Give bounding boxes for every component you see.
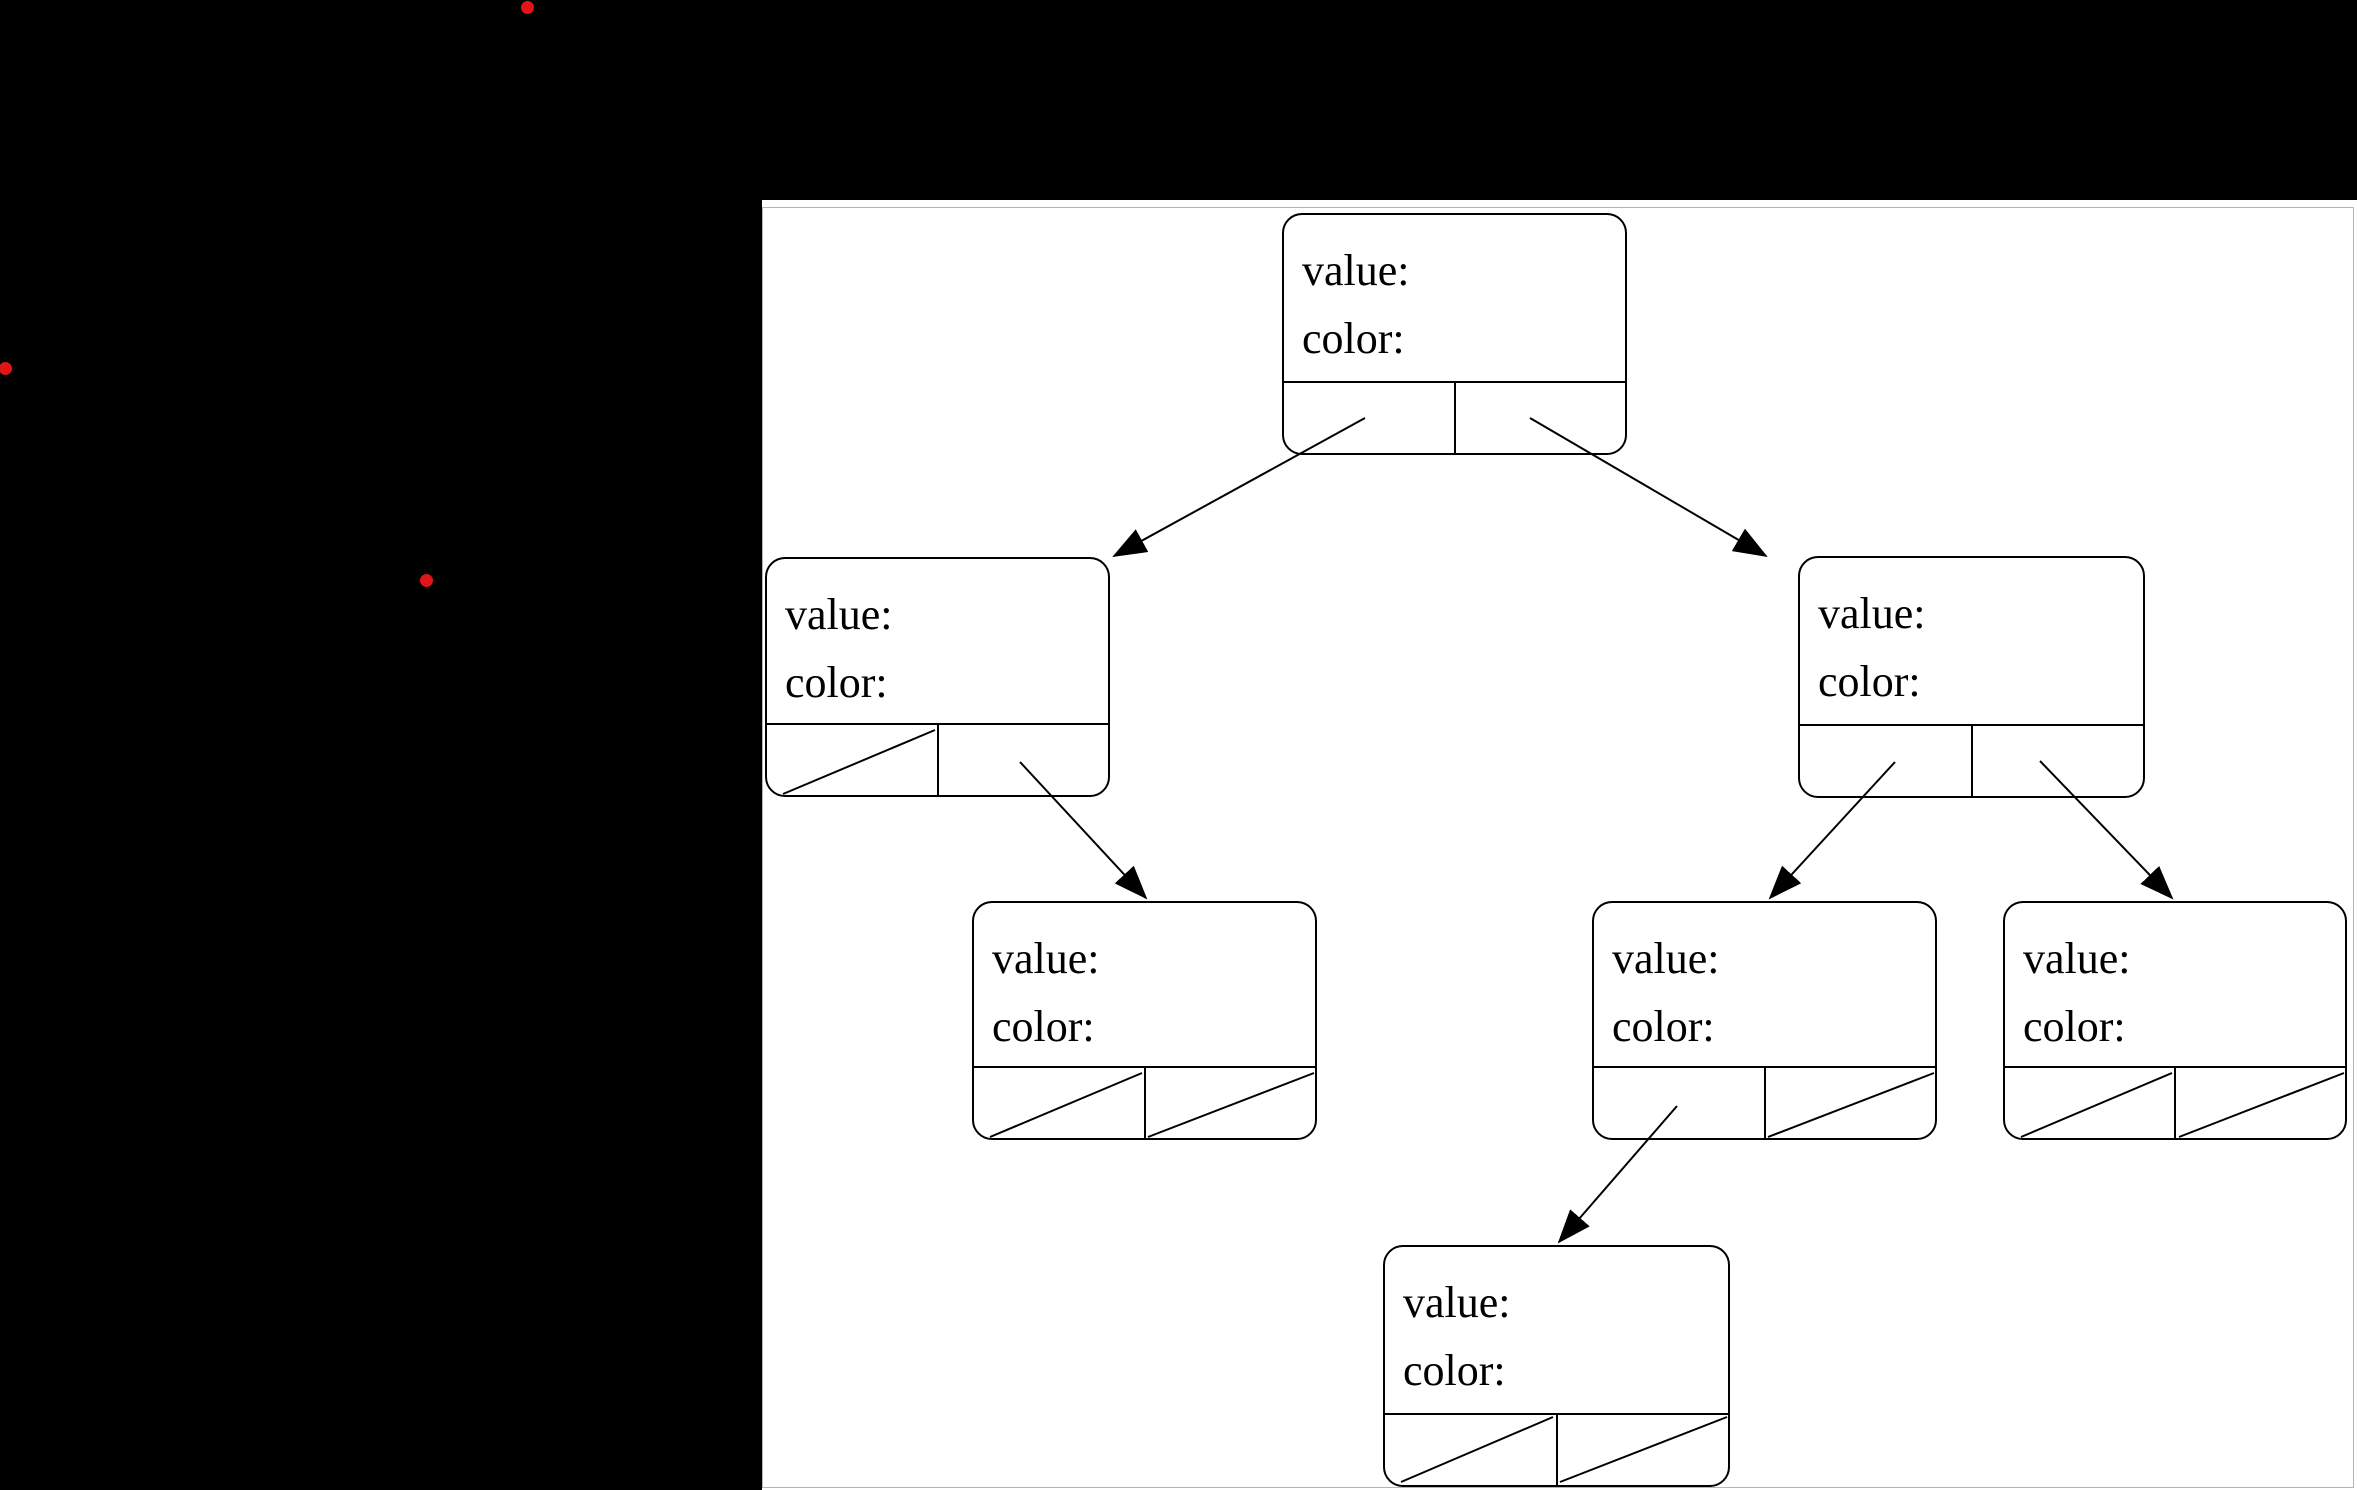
value-label: value: <box>2023 934 2131 983</box>
value-label: value: <box>1302 246 1410 295</box>
right-pointer-cell <box>2176 1068 2345 1138</box>
tree-node-right-left-child: value: color: <box>1592 901 1937 1140</box>
value-label: value: <box>1818 589 1926 638</box>
right-pointer-cell <box>1766 1068 1936 1138</box>
red-dot-marker <box>520 0 534 14</box>
left-pointer-cell <box>1800 726 1973 796</box>
left-pointer-cell <box>1284 383 1456 453</box>
tree-node-left-right-child: value: color: <box>972 901 1317 1140</box>
pointer-row <box>2005 1066 2345 1138</box>
pointer-row <box>767 723 1108 795</box>
color-label: color: <box>785 658 888 707</box>
value-label: value: <box>1612 934 1720 983</box>
tree-node-right-right-child: value: color: <box>2003 901 2347 1140</box>
tree-node-right-left-left-child: value: color: <box>1383 1245 1730 1487</box>
red-dot-marker <box>0 361 12 375</box>
color-label: color: <box>992 1002 1095 1051</box>
tree-node-root: value: color: <box>1282 213 1627 455</box>
right-pointer-cell <box>1456 383 1626 453</box>
color-label: color: <box>2023 1002 2126 1051</box>
value-label: value: <box>992 934 1100 983</box>
color-label: color: <box>1403 1346 1506 1395</box>
color-label: color: <box>1818 657 1921 706</box>
tree-node-right-child: value: color: <box>1798 556 2145 798</box>
left-pointer-cell <box>2005 1068 2176 1138</box>
tree-node-left-child: value: color: <box>765 557 1110 797</box>
pointer-row <box>1594 1066 1935 1138</box>
right-pointer-cell <box>939 725 1109 795</box>
left-pointer-cell <box>974 1068 1146 1138</box>
right-pointer-cell <box>1973 726 2144 796</box>
right-pointer-cell <box>1558 1415 1729 1485</box>
left-pointer-cell <box>1594 1068 1766 1138</box>
pointer-row <box>1284 381 1625 453</box>
pointer-row <box>974 1066 1315 1138</box>
pointer-row <box>1385 1413 1728 1485</box>
red-dot-marker <box>419 573 433 587</box>
left-pointer-cell <box>1385 1415 1558 1485</box>
right-pointer-cell <box>1146 1068 1316 1138</box>
color-label: color: <box>1612 1002 1715 1051</box>
color-label: color: <box>1302 314 1405 363</box>
value-label: value: <box>785 590 893 639</box>
value-label: value: <box>1403 1278 1511 1327</box>
pointer-row <box>1800 724 2143 796</box>
left-pointer-cell <box>767 725 939 795</box>
canvas-border <box>762 207 2354 1488</box>
